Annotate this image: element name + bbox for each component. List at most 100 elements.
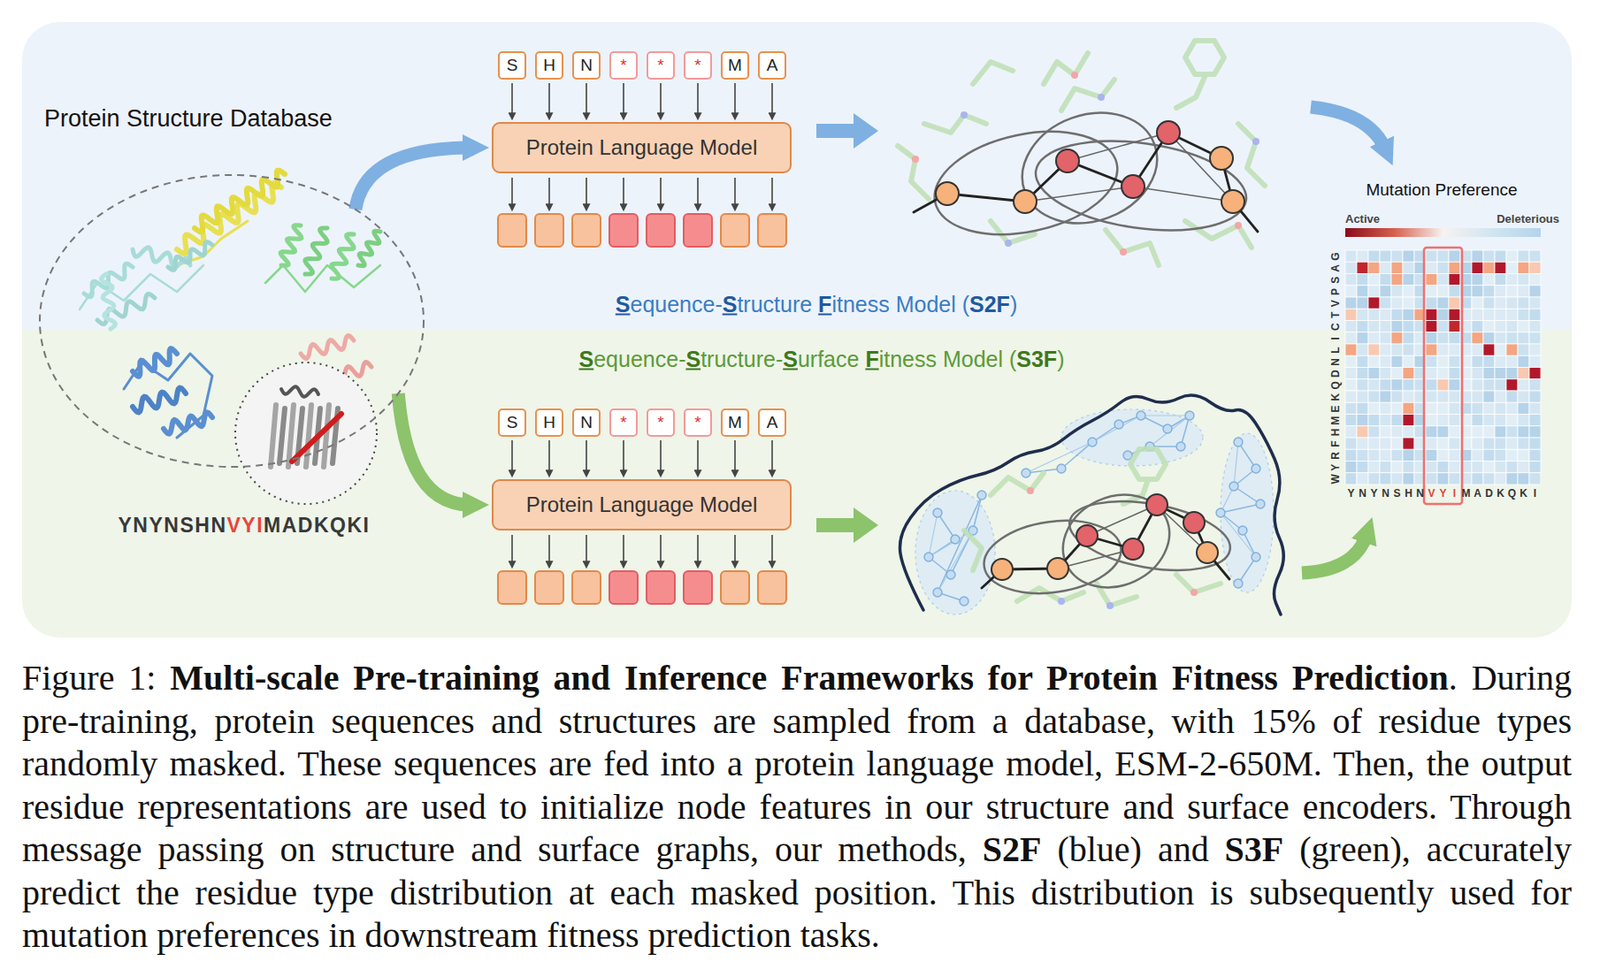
text-run: MADKQKI (263, 513, 370, 537)
band-title: Sequence-Structure Fitness Model (S2F) (615, 291, 1018, 318)
heatmap-cell (1517, 402, 1530, 414)
output-arrow (511, 535, 513, 563)
heatmap-cell (1471, 274, 1484, 286)
heatmap-cell (1448, 308, 1461, 321)
heatmap-cell (1391, 297, 1403, 309)
heatmap-cell (1529, 437, 1541, 450)
text-run: S (685, 346, 701, 372)
heatmap-cell (1506, 250, 1518, 262)
input-arrow (511, 83, 513, 115)
heatmap-cell (1517, 274, 1530, 286)
heatmap-cell (1517, 379, 1530, 391)
heatmap-cell (1391, 355, 1403, 368)
heatmap-cell (1368, 461, 1380, 474)
heatmap-cell (1448, 379, 1461, 391)
axis-letter: H (1402, 486, 1415, 501)
input-arrow (734, 440, 736, 472)
graph-nodes (1047, 558, 1069, 580)
heatmap-cell (1425, 274, 1438, 286)
structure-sticks (1043, 53, 1088, 85)
heatmap-cell (1345, 379, 1357, 391)
heatmap-cell (1356, 390, 1369, 403)
heatmap-cell (1402, 250, 1415, 262)
heatmap-cell (1437, 297, 1449, 309)
heatmap-cell (1517, 414, 1530, 427)
structure-sticks (924, 114, 987, 133)
heatmap-cell (1483, 261, 1495, 274)
heatmap-cell (1379, 355, 1392, 368)
input-arrow (511, 440, 513, 472)
highlight-strand (291, 413, 342, 462)
heatmap-cell (1391, 367, 1403, 380)
embedding-box (757, 214, 787, 247)
surface-point (1087, 437, 1097, 447)
heatmap-cell (1425, 332, 1438, 345)
heatmap-cell (1379, 426, 1392, 438)
heatmap-cell (1448, 261, 1461, 274)
structure-sticks (1105, 229, 1159, 266)
surface-point (1163, 424, 1172, 434)
token-box: * (646, 408, 675, 437)
input-arrow (771, 83, 774, 115)
heatmap-cell (1356, 261, 1369, 274)
graph-edges (981, 505, 1230, 589)
heatmap-cell (1483, 250, 1495, 262)
heatmap-cell (1506, 402, 1518, 414)
heatmap-cell (1506, 437, 1518, 450)
heatmap-cell (1529, 402, 1541, 414)
heatmap-cell (1391, 461, 1403, 474)
input-arrow (771, 440, 774, 472)
structure-sticks (1130, 449, 1166, 480)
heatmap-cell (1368, 473, 1380, 485)
heatmap-cell (1425, 344, 1438, 356)
text-run: ) (1056, 346, 1065, 372)
heatmap-cell (1494, 461, 1507, 474)
heatmap-cell (1425, 390, 1438, 403)
surface-graph (899, 395, 1284, 615)
heatmap-cell (1402, 332, 1415, 345)
heatmap (1345, 250, 1541, 485)
surface-point (946, 570, 956, 580)
surface-point (1056, 464, 1066, 474)
text-run: S3F (1224, 829, 1285, 870)
database-title: Protein Structure Database (44, 105, 333, 133)
atoms (1119, 248, 1127, 256)
text-run: tructure- (700, 346, 783, 372)
text-run: itness Model ( (831, 291, 970, 317)
structure-sticks (897, 40, 1265, 606)
heatmap-cell (1356, 426, 1369, 438)
embedding-box (646, 214, 675, 247)
heatmap-cell (1345, 402, 1357, 414)
surface-point (1251, 552, 1261, 562)
axis-letter: V (1425, 486, 1438, 501)
heatmap-cell (1345, 414, 1357, 427)
heatmap-cell (1391, 414, 1403, 427)
axis-letter: N (1379, 486, 1392, 501)
heatmap-cell (1494, 426, 1507, 438)
heatmap-cell (1402, 261, 1415, 274)
text-run: equence- (593, 346, 686, 372)
heatmap-cell (1529, 414, 1541, 427)
heatmap-cell (1391, 449, 1403, 461)
heatmap-cell (1437, 426, 1449, 438)
heatmap-cell (1437, 437, 1449, 450)
structure-sticks (897, 145, 929, 200)
surface-edge (1220, 504, 1261, 513)
heatmap-cell (1471, 250, 1484, 262)
helix (163, 412, 213, 434)
coil (79, 265, 204, 310)
heatmap-cell (1425, 414, 1438, 427)
heatmap-cell (1506, 426, 1518, 438)
axis-letter: Y (1327, 461, 1342, 474)
heatmap-cell (1506, 261, 1518, 274)
embedding-box (720, 214, 750, 247)
surface-point (977, 490, 987, 500)
axis-letter: F (1327, 437, 1342, 450)
heatmap-cell (1448, 437, 1461, 450)
heatmap-cell (1379, 308, 1392, 321)
heatmap-cell (1368, 426, 1380, 438)
graph-nodes (935, 182, 959, 206)
output-embeddings (497, 177, 787, 605)
axis-letter: N (1327, 355, 1342, 368)
surface-patch (1220, 433, 1274, 593)
